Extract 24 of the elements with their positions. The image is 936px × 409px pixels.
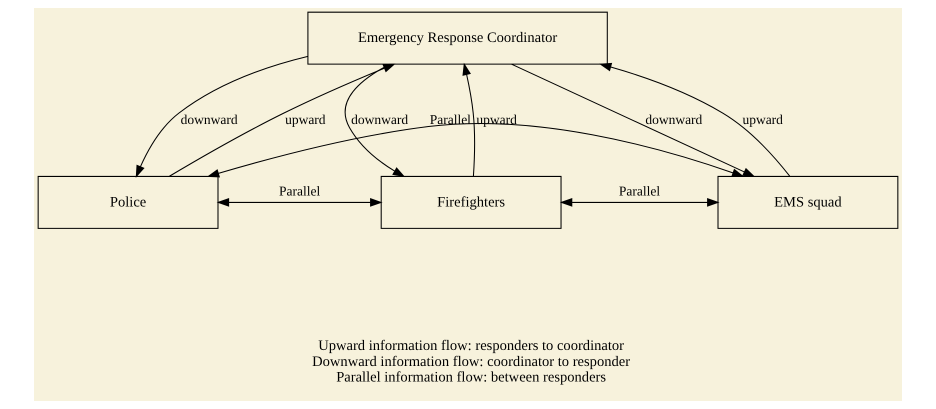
edge-label: downward — [351, 112, 408, 127]
node-box: Firefighters — [380, 176, 562, 229]
label: Parallel information flow: between responders — [336, 369, 606, 386]
edge-label: downward — [645, 112, 702, 127]
edge-label: upward — [285, 112, 326, 127]
label: Upward information flow: responders to coordinator — [318, 338, 624, 354]
edge-label: Parallel — [618, 184, 660, 199]
arrow — [344, 64, 406, 178]
edge-label: upward — [742, 112, 783, 127]
arrow — [511, 64, 756, 178]
arrow — [462, 62, 476, 176]
arrow — [560, 198, 720, 207]
label: Downward information flow: coordinator to responder — [312, 354, 630, 370]
edge-label: downward — [180, 112, 238, 127]
node-box: EMS squad — [717, 176, 898, 229]
node-box: Emergency Response Coordinator — [307, 12, 608, 65]
arrow — [598, 62, 790, 176]
edge-label: Parallel — [430, 112, 471, 127]
edge-label: Parallel — [278, 184, 320, 199]
node-box: Police — [38, 176, 219, 229]
arrow — [136, 56, 308, 178]
arrow — [216, 198, 383, 207]
arrow — [169, 64, 396, 177]
arrow — [206, 123, 744, 178]
